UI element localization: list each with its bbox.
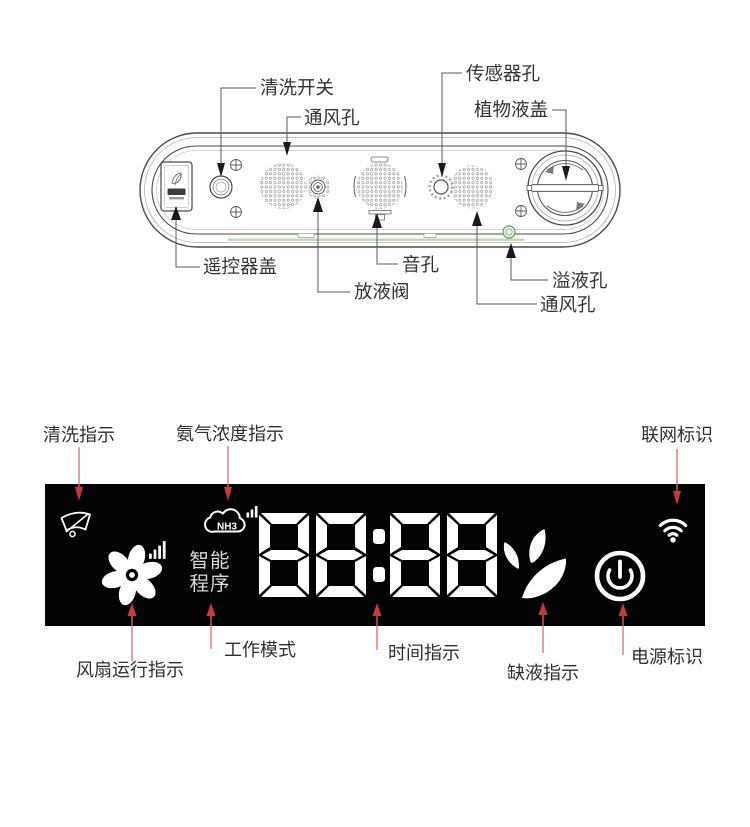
label-vent-hole-bottom: 通风孔 [540,294,596,315]
label-work-mode: 工作模式 [224,640,296,660]
wifi-icon [658,518,688,543]
label-remote-cover: 遥控器盖 [203,256,277,277]
label-vent-hole-top: 通风孔 [304,107,360,128]
label-power-mark: 电源标识 [631,647,703,667]
nh3-cloud-icon: NH3 [204,506,258,533]
vent-hole-bottom [450,165,494,209]
label-plant-liquid-cover: 植物液盖 [474,99,548,120]
mode-text-line1: 智能 [189,550,230,572]
fan-speed-bars-icon [149,541,166,559]
label-cleaning-switch: 清洗开关 [260,77,334,98]
remote-cover [160,161,193,212]
power-icon [594,550,646,602]
label-cleaning-indicator: 清洗指示 [43,425,115,445]
plant-liquid-cap [526,150,604,226]
label-ammonia-indicator: 氨气浓度指示 [176,424,284,444]
fan-icon [101,544,163,606]
label-liquid-shortage-indicator: 缺液指示 [507,663,579,683]
cleaning-switch-button [209,175,233,199]
panel-callouts [75,446,681,661]
vent-hole-top [260,163,306,209]
seven-segment-display [259,513,497,597]
label-network-mark: 联网标识 [641,425,713,445]
screw-icon [230,158,527,218]
display-panel-diagram: 智能 程序 NH3 [43,424,713,683]
label-drain-valve: 放液阀 [354,281,410,302]
brand-banner [167,188,186,195]
drain-valve [306,175,330,199]
overflow-hole [502,225,516,239]
label-sound-hole: 音孔 [402,254,439,275]
brand-leaf-icon [171,172,182,186]
sensor-hole [428,174,454,200]
mode-text-line2: 程序 [189,573,230,595]
leaf-icon [503,529,567,599]
sound-hole-tabs [353,156,407,221]
label-sensor-hole: 传感器孔 [466,63,540,84]
sound-hole [357,163,403,209]
label-overflow-hole: 溢液孔 [552,270,608,291]
device-callouts [171,72,570,305]
wiper-clean-icon [60,511,91,538]
label-fan-running-indicator: 风扇运行指示 [76,660,184,680]
device-diagram: 清洗开关 通风孔 传感器孔 植物液盖 遥控器盖 放液阀 音孔 溢液孔 通风孔 [139,63,621,315]
nh3-text: NH3 [217,522,237,533]
label-time-indicator: 时间指示 [388,643,460,663]
green-strip [228,238,524,241]
